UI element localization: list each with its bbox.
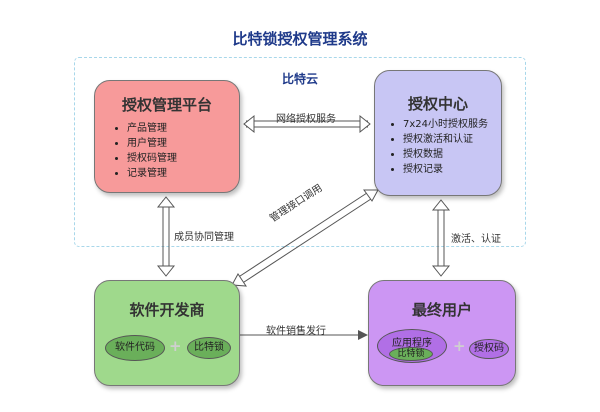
plus-icon: + xyxy=(169,337,182,355)
edge-label-activate: 激活、认证 xyxy=(451,234,501,245)
node-auth-center: 授权中心 7x24小时授权服务 授权激活和认证 授权数据 授权记录 xyxy=(374,70,502,196)
edge-sales xyxy=(240,330,368,340)
cloud-label: 比特云 xyxy=(281,72,318,86)
node-developer: 软件开发商 软件代码 + 比特锁 xyxy=(94,280,240,386)
diagram-title: 比特锁授权管理系统 xyxy=(232,30,368,48)
app-label: 应用程序 xyxy=(392,338,432,349)
node-center-title: 授权中心 xyxy=(407,95,468,113)
node-center-list: 7x24小时授权服务 授权激活和认证 授权数据 授权记录 xyxy=(391,117,488,177)
cloud-frame xyxy=(74,57,526,247)
edge-label-member: 成员协同管理 xyxy=(174,232,234,243)
bitlock-ellipse: 比特锁 xyxy=(389,347,433,361)
list-item: 授权码管理 xyxy=(127,151,177,166)
software-code-ellipse: 软件代码 xyxy=(105,335,165,361)
node-user-title: 最终用户 xyxy=(411,301,472,319)
node-dev-title: 软件开发商 xyxy=(129,301,205,319)
list-item: 授权激活和认证 xyxy=(403,132,488,147)
node-admin-title: 授权管理平台 xyxy=(121,96,212,114)
list-item: 记录管理 xyxy=(127,166,177,181)
list-item: 7x24小时授权服务 xyxy=(403,117,488,132)
edge-activate xyxy=(431,199,451,277)
edge-label-network: 网络授权服务 xyxy=(276,114,336,125)
edge-api xyxy=(231,189,379,287)
node-end-user: 最终用户 应用程序 比特锁 + 授权码 xyxy=(368,280,516,386)
list-item: 授权记录 xyxy=(403,162,488,177)
edge-label-sales: 软件销售发行 xyxy=(266,326,326,337)
edge-network xyxy=(243,114,371,134)
node-admin-list: 产品管理 用户管理 授权码管理 记录管理 xyxy=(115,121,177,181)
plus-icon: + xyxy=(453,337,466,355)
list-item: 用户管理 xyxy=(127,136,177,151)
node-admin-platform: 授权管理平台 产品管理 用户管理 授权码管理 记录管理 xyxy=(94,80,240,193)
edge-member xyxy=(156,196,176,277)
bitlock-ellipse: 比特锁 xyxy=(187,337,231,359)
license-code-ellipse: 授权码 xyxy=(469,339,509,359)
list-item: 授权数据 xyxy=(403,147,488,162)
list-item: 产品管理 xyxy=(127,121,177,136)
